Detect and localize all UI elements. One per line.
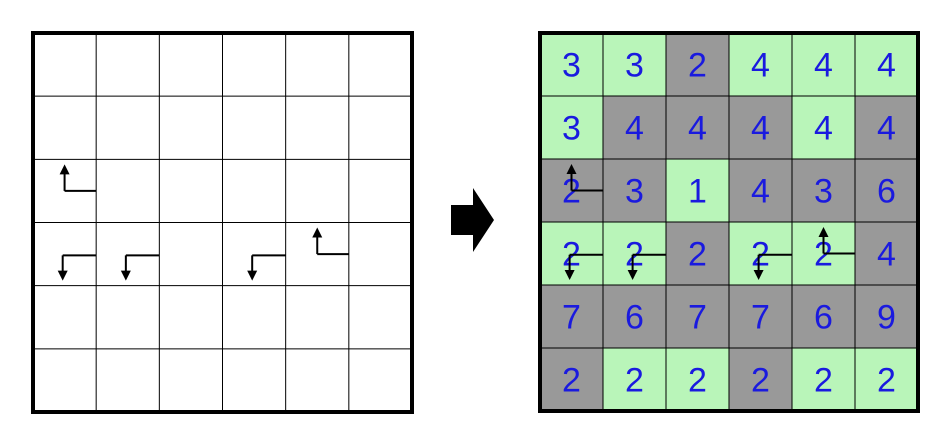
solution-cell: [792, 96, 855, 159]
cell-number: 7: [751, 299, 770, 337]
solution-cell: [603, 33, 666, 96]
solution-cell: [666, 96, 729, 159]
clue-arrow-up-left-icon: [566, 164, 603, 192]
cell-number: 4: [751, 47, 770, 85]
grid-border: [538, 31, 920, 413]
cell-number: 2: [625, 362, 644, 400]
cell-number: 4: [814, 110, 833, 148]
solution-cell: [855, 285, 918, 348]
solution-cell: [729, 285, 792, 348]
cell-number: 2: [688, 362, 707, 400]
cell-number: 1: [688, 173, 707, 211]
clue-arrow-down-left-icon: [627, 253, 666, 280]
solution-cell: [855, 96, 918, 159]
solution-cell: [666, 348, 729, 411]
solution-numbers: 332444344444231436222224767769222222: [562, 47, 896, 400]
clue-arrow-down-left-icon: [753, 253, 792, 280]
cell-number: 6: [814, 299, 833, 337]
solution-cell: [729, 159, 792, 222]
solution-cell: [666, 33, 729, 96]
cell-number: 4: [751, 110, 770, 148]
cell-number: 2: [562, 362, 581, 400]
cell-number: 2: [814, 362, 833, 400]
clue-arrow-up-left-icon: [59, 164, 97, 192]
left-puzzle-clues: [57, 164, 349, 281]
left-puzzle-grid: [31, 31, 414, 414]
solution-cell: [855, 159, 918, 222]
solution-cell: [666, 222, 729, 285]
solution-cell: [603, 348, 666, 411]
grid-border: [31, 31, 414, 414]
cell-number: 2: [688, 236, 707, 274]
solution-cell: [792, 285, 855, 348]
cell-number: 4: [625, 110, 644, 148]
cell-number: 9: [877, 299, 896, 337]
solution-cell: [729, 33, 792, 96]
cell-number: 4: [814, 47, 833, 85]
solution-cells: [540, 33, 918, 411]
solution-cell: [855, 348, 918, 411]
solution-cell: [729, 96, 792, 159]
cell-number: 4: [751, 173, 770, 211]
solution-cell: [855, 222, 918, 285]
solution-cell: [603, 285, 666, 348]
cell-number: 4: [877, 236, 896, 274]
solution-cell: [792, 33, 855, 96]
solution-cell: [540, 96, 603, 159]
clue-arrow-down-left-icon: [247, 254, 286, 281]
cell-number: 3: [814, 173, 833, 211]
cell-number: 4: [688, 110, 707, 148]
cell-number: 6: [877, 173, 896, 211]
cell-number: 6: [625, 299, 644, 337]
solution-cell: [855, 33, 918, 96]
solution-cell: [792, 159, 855, 222]
cell-number: 2: [877, 362, 896, 400]
solution-cell: [603, 96, 666, 159]
solution-clues: [564, 164, 855, 280]
solution-cell: [540, 348, 603, 411]
cell-number: 7: [688, 299, 707, 337]
solution-cell: [540, 33, 603, 96]
solution-cell: [603, 159, 666, 222]
right-arrow-icon: [451, 188, 494, 252]
clue-arrow-down-left-icon: [564, 253, 603, 280]
cell-number: 3: [625, 47, 644, 85]
cell-number: 2: [688, 47, 707, 85]
cell-number: 4: [877, 47, 896, 85]
solution-cell: [540, 285, 603, 348]
solution-cell: [666, 285, 729, 348]
cell-number: 3: [625, 173, 644, 211]
solution-cell: [729, 348, 792, 411]
cell-number: 7: [562, 299, 581, 337]
clue-arrow-up-right-icon: [818, 227, 855, 255]
cell-number: 3: [562, 47, 581, 85]
clue-arrow-up-right-icon: [312, 227, 349, 256]
solution-grid: [538, 31, 920, 413]
clue-arrow-down-left-icon: [120, 254, 160, 281]
solution-cell: [792, 348, 855, 411]
cell-number: 3: [562, 110, 581, 148]
cell-number: 2: [751, 362, 770, 400]
cell-number: 4: [877, 110, 896, 148]
clue-arrow-down-left-icon: [57, 254, 97, 281]
solution-cell: [666, 159, 729, 222]
